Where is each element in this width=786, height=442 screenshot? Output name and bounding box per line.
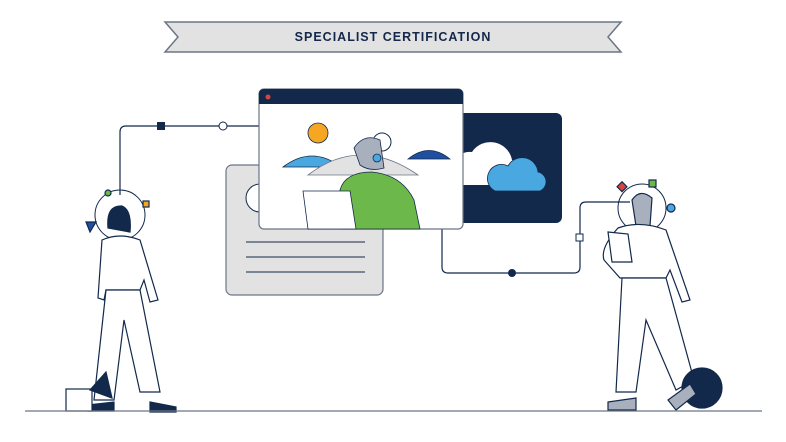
connector-lines bbox=[119, 125, 630, 274]
connector-node-square-open bbox=[575, 233, 584, 242]
person-left bbox=[65, 189, 177, 413]
connector-node-dot bbox=[508, 269, 516, 277]
connector-node-circle bbox=[218, 121, 228, 131]
person-right bbox=[602, 179, 723, 411]
banner-ribbon bbox=[163, 21, 623, 53]
browser-window bbox=[258, 88, 464, 230]
window-close-dot bbox=[265, 94, 271, 100]
cloud-card bbox=[445, 113, 562, 223]
banner-title: SPECIALIST CERTIFICATION bbox=[294, 30, 492, 44]
connector-node-square bbox=[157, 122, 165, 130]
